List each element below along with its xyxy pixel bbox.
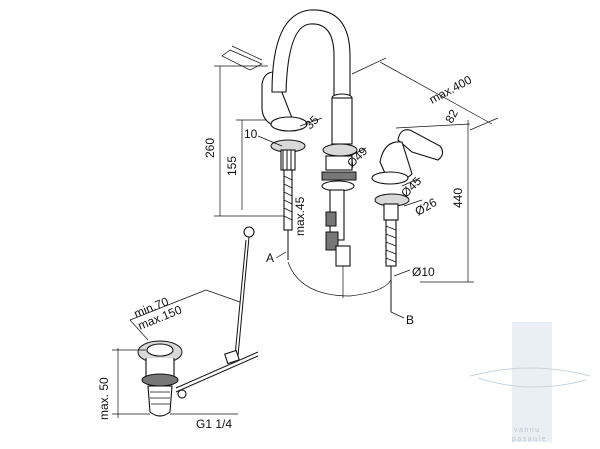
popup-clamp	[224, 349, 240, 365]
right-handle-lever	[397, 129, 444, 161]
spout-arc	[271, 9, 351, 99]
right-hose-loop	[349, 279, 392, 297]
left-valve-assembly	[261, 71, 351, 297]
watermark-arc	[469, 367, 591, 377]
label-point-b: B	[406, 313, 414, 327]
popup-knob	[243, 226, 255, 238]
popup-rod-edge	[234, 239, 247, 357]
ext-line-max150	[205, 289, 241, 303]
leader-35	[299, 117, 323, 127]
watermark-line1: vannu	[514, 427, 541, 434]
spout-assembly	[271, 9, 358, 298]
waste-dimensions	[112, 289, 241, 418]
spout-body	[331, 97, 353, 145]
popup-waste-assembly	[137, 226, 259, 417]
popup-linkage	[175, 351, 259, 389]
right-valve-assembly	[349, 129, 444, 312]
label-155: 155	[225, 156, 239, 176]
leader-10	[257, 135, 283, 147]
leader-b	[390, 311, 405, 319]
left-shank-thread	[283, 175, 293, 221]
label-260: 260	[203, 138, 217, 158]
watermark-logo: vannu pasaule	[469, 322, 591, 443]
watermark-line2: pasaule	[512, 436, 547, 443]
leader-phi26	[403, 199, 423, 207]
spout-fitting	[325, 211, 337, 227]
leader-a	[275, 251, 287, 259]
popup-rod	[237, 236, 250, 357]
label-max50: max. 50	[97, 377, 111, 420]
spout-nut-dark	[321, 171, 357, 181]
label-10: 10	[244, 127, 258, 141]
left-shank	[283, 169, 293, 231]
spout-connector	[335, 245, 351, 267]
label-thread: G1 1/4	[196, 417, 232, 431]
label-35: 35	[302, 113, 322, 133]
label-phi10: Ø10	[412, 265, 435, 279]
ext-line-min70	[129, 319, 149, 341]
label-82: 82	[442, 107, 461, 126]
left-thread	[282, 150, 292, 170]
callout-leaders	[257, 117, 423, 319]
label-max45: max.45	[293, 196, 307, 236]
waste-body	[147, 385, 173, 417]
ext-line-82	[395, 123, 471, 129]
right-valve-body	[383, 203, 399, 221]
left-hose-loop	[287, 261, 351, 297]
leader-phi49	[349, 147, 367, 157]
waste-thread	[150, 391, 170, 405]
watermark-bar	[512, 322, 552, 442]
right-handle-cap	[371, 171, 409, 185]
popup-linkage-edge	[175, 355, 259, 393]
dimension-frame	[214, 45, 499, 283]
dim-line-max400	[379, 61, 493, 125]
label-440: 440	[451, 188, 465, 208]
ext-line-max400-a	[351, 57, 387, 75]
ext-line-max400-b	[469, 117, 499, 131]
leader-phi10	[393, 269, 411, 277]
waste-plug	[146, 343, 174, 357]
lever-plate	[221, 49, 263, 71]
spout-nut-top	[325, 155, 353, 171]
leader-phi45	[401, 177, 421, 187]
spout-fitting-lower	[325, 231, 339, 251]
label-phi26: Ø26	[413, 195, 440, 219]
waste-nut	[141, 373, 179, 387]
dimension-labels: max.400 82 260 155 440 10 35 Ø49 Ø45 Ø26…	[97, 73, 474, 431]
left-handle-cap	[270, 116, 308, 132]
waste-linkage-pivot	[177, 389, 187, 399]
label-max400: max.400	[427, 73, 474, 107]
right-shank-thread	[385, 225, 397, 263]
dim-line-max150	[129, 289, 207, 321]
watermark-arc-2	[477, 377, 587, 388]
label-point-a: A	[266, 251, 274, 265]
ref-line-plate	[231, 45, 263, 61]
